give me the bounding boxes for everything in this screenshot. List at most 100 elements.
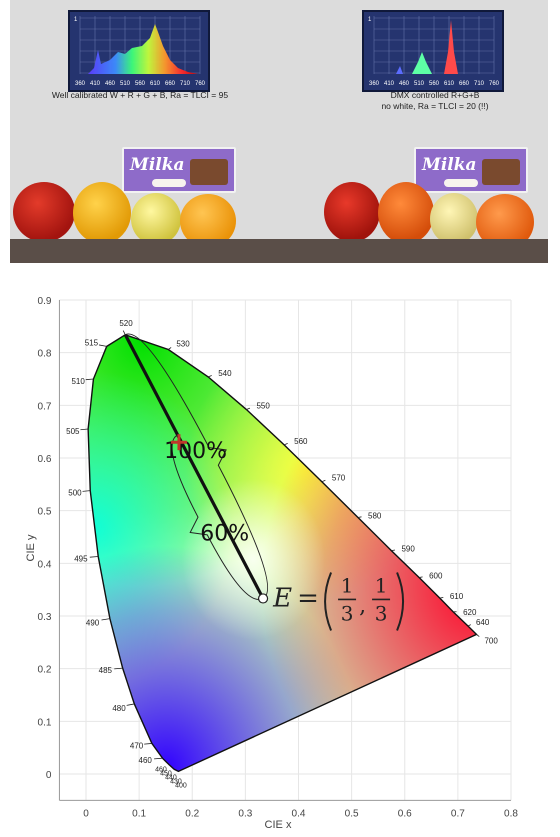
wavelength-tick (284, 443, 288, 446)
fraction-denominator: 3 (375, 601, 388, 625)
right-caption-line2: no white, Ra = TLCI = 20 (!!) (381, 101, 489, 111)
wavelength-label: 480 (112, 704, 126, 713)
y-tick-label: 0 (46, 770, 52, 781)
wavelength-label: 460 (155, 766, 167, 773)
y-tick-label: 0.4 (38, 559, 52, 570)
wavelength-label: 470 (130, 741, 144, 750)
wavelength-label: 500 (68, 489, 82, 498)
spectrum-tick-label: 710 (474, 81, 485, 87)
gamut-gradient (88, 334, 477, 772)
x-tick-label: 0.6 (398, 808, 412, 819)
wavelength-tick (89, 556, 99, 558)
y-axis-label: CIE y (25, 534, 37, 561)
right-spectrum-blue-peak (396, 66, 403, 74)
left-yellow-pepper (73, 182, 131, 244)
white-point-marker (257, 593, 269, 604)
left-chocolate-bar: Milka (122, 147, 236, 193)
wavelength-tick (80, 428, 89, 431)
spectrum-tick-label: 660 (165, 81, 176, 87)
right-spectrum-green-peak (412, 52, 432, 74)
wavelength-label: 550 (256, 402, 270, 411)
wavelength-label: 490 (86, 619, 100, 628)
right-spectrum-red-peak (444, 20, 458, 74)
wavelength-label: 485 (99, 666, 113, 675)
wavelength-label: 440 (165, 774, 177, 781)
x-tick-label: 0.1 (132, 808, 146, 819)
wavelength-tick (419, 576, 423, 578)
y-tick-label: 0.6 (38, 454, 52, 465)
spectrum-tick-label: 560 (429, 81, 440, 87)
x-tick-label: 0.8 (504, 808, 518, 819)
wavelength-tick (439, 597, 444, 599)
right-orange-pepper (378, 182, 434, 244)
wavelength-tick (82, 490, 91, 492)
right-apple (430, 193, 478, 245)
wavelength-tick (98, 344, 107, 347)
wavelength-tick (144, 743, 152, 745)
color-gamut-fill (88, 334, 477, 772)
left-chocolate-brand: Milka (130, 155, 185, 175)
spectrum-y-max: 1 (74, 17, 78, 23)
wavelength-label: 540 (218, 369, 232, 378)
y-tick-label: 0.1 (38, 717, 52, 728)
spectrum-tick-label: 560 (135, 81, 146, 87)
spectrum-tick-label: 460 (399, 81, 410, 87)
right-red-pepper (324, 182, 380, 242)
wavelength-label: 600 (429, 572, 443, 581)
wavelength-tick (154, 757, 163, 760)
wavelength-tick (122, 330, 126, 335)
x-tick-label: 0.5 (345, 808, 359, 819)
fraction-numerator: 1 (375, 573, 388, 597)
equation-comma: , (359, 593, 366, 618)
x-tick-label: 0.4 (292, 808, 306, 819)
fraction-denominator: 3 (341, 601, 354, 625)
bracket (125, 333, 269, 599)
wavelength-label: 515 (85, 338, 99, 347)
spectrum-tick-label: 760 (195, 81, 206, 87)
x-tick-label: 0.3 (238, 808, 252, 819)
wavelength-label: 495 (74, 554, 88, 563)
saturation-line (123, 334, 265, 600)
right-chocolate-brand: Milka (422, 155, 477, 175)
y-tick-label: 0.8 (38, 349, 52, 360)
wavelength-tick (126, 703, 135, 706)
bracket (171, 434, 264, 600)
spectrum-tick-label: 510 (120, 81, 131, 87)
equation-paren-left (324, 572, 332, 631)
spectrum-tick-label: 610 (444, 81, 455, 87)
label-60-percent: 60% (200, 521, 249, 546)
spectrum-tick-label: 510 (414, 81, 425, 87)
y-tick-label: 0.7 (38, 401, 52, 412)
left-red-pepper (13, 182, 75, 242)
y-tick-label: 0.5 (38, 507, 52, 518)
wavelength-label: 610 (450, 592, 464, 601)
x-tick-label: 0.2 (185, 808, 199, 819)
annotations: 100%60%E=13,13 (123, 333, 405, 631)
wavelength-tick (391, 549, 396, 552)
wavelength-label: 505 (66, 427, 80, 436)
y-tick-label: 0.9 (38, 296, 52, 307)
spectrum-tick-label: 360 (369, 81, 380, 87)
wavelength-label: 520 (119, 319, 133, 328)
wavelength-tick (357, 516, 362, 518)
wavelength-tick (246, 407, 251, 410)
wavelength-label: 580 (368, 512, 382, 521)
wavelength-tick (476, 634, 480, 637)
wavelength-tick (85, 378, 94, 381)
wavelength-tick (467, 624, 471, 627)
wavelength-tick (208, 375, 212, 378)
left-apple (131, 193, 181, 245)
x-tick-label: 0 (83, 808, 89, 819)
spectrum-tick-label: 660 (459, 81, 470, 87)
wavelength-label: 400 (175, 782, 187, 789)
wavelength-label: 430 (170, 778, 182, 785)
spectrum-tick-label: 410 (384, 81, 395, 87)
right-caption-line1: DMX controlled R+G+B (390, 90, 480, 100)
fraction-numerator: 1 (341, 573, 354, 597)
wavelength-label: 450 (160, 770, 172, 777)
wavelength-tick (168, 347, 172, 350)
equation-paren-right (396, 572, 405, 631)
